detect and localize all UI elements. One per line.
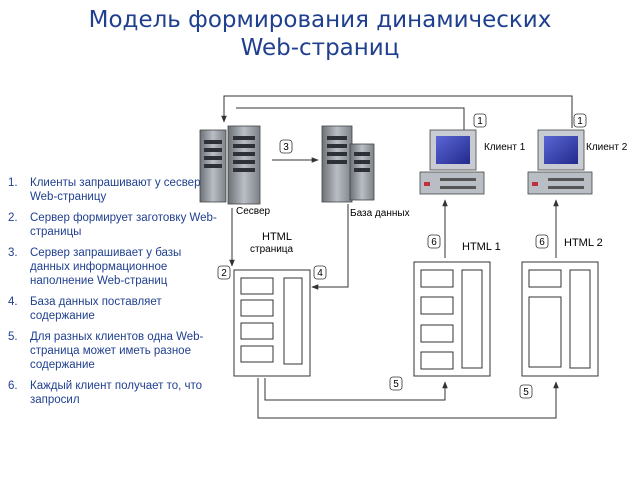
step-text: Клиенты запрашивают у сесвера Web-страни… xyxy=(30,177,207,203)
html2-label: HTML 2 xyxy=(564,237,603,249)
badge-db-to-page xyxy=(313,265,327,280)
client2-computer-icon xyxy=(527,129,593,195)
step-text: Каждый клиент получает то, что запросил xyxy=(30,380,203,406)
badge-server-to-db xyxy=(279,139,293,154)
html1-page xyxy=(413,261,491,377)
badge-html1-to-client1 xyxy=(427,234,441,249)
client1-label: Клиент 1 xyxy=(484,142,526,153)
step-item: 3. Сервер запрашивает у базы данных инфор… xyxy=(8,246,220,288)
step-number: 3. xyxy=(8,247,18,259)
server-label: Сесвер xyxy=(236,206,271,217)
html-template-page xyxy=(233,269,311,377)
step-item: 5. Для разных клиентов одна Web-страница … xyxy=(8,330,220,372)
badge-label: 6 xyxy=(431,237,437,248)
badge-label: 5 xyxy=(523,387,529,398)
step-number: 6. xyxy=(8,380,18,392)
badge-label: 4 xyxy=(317,268,323,279)
title-line-2: Web-страниц xyxy=(240,35,400,61)
arrow-client2-to-server xyxy=(221,95,573,128)
badge-client2-request xyxy=(573,113,587,128)
badge-label: 1 xyxy=(577,116,583,127)
client1-computer-icon xyxy=(419,129,485,195)
html2-page xyxy=(521,261,599,377)
html-page-label-line2: страница xyxy=(250,244,294,255)
step-item: 6. Каждый клиент получает то, что запроси… xyxy=(8,379,220,407)
html1-label: HTML 1 xyxy=(462,241,501,253)
client2-label: Клиент 2 xyxy=(586,142,628,153)
connector-lines xyxy=(221,95,573,419)
step-number: 4. xyxy=(8,296,18,308)
step-number: 2. xyxy=(8,212,18,224)
step-item: 2. Сервер формирует заготовку Web-страниц… xyxy=(8,211,220,239)
step-item: 1. Клиенты запрашивают у сесвера Web-стра… xyxy=(8,176,220,204)
badge-label: 6 xyxy=(539,237,545,248)
html-page-label-line1: HTML xyxy=(262,231,292,243)
step-text: Сервер формирует заготовку Web-страницы xyxy=(30,212,217,238)
step-number: 5. xyxy=(8,331,18,343)
step-text: Для разных клиентов одна Web-страница мо… xyxy=(30,331,204,371)
badge-label: 1 xyxy=(477,116,483,127)
step-text: Сервер запрашивает у базы данных информа… xyxy=(30,247,182,287)
step-text: База данных поставляет содержание xyxy=(30,296,162,322)
step-number: 1. xyxy=(8,177,18,189)
badge-server-to-page xyxy=(217,265,231,280)
arrow-page-to-html1 xyxy=(264,378,448,401)
badge-label: 3 xyxy=(283,142,289,153)
arrow-db-to-page xyxy=(311,204,349,290)
arrow-page-to-html2 xyxy=(257,378,559,419)
badge-page-to-html2 xyxy=(519,384,533,399)
steps-list: 1. Клиенты запрашивают у сесвера Web-стра… xyxy=(8,176,220,414)
badge-label: 5 xyxy=(393,379,399,390)
line-client1-request xyxy=(236,107,465,130)
badge-page-to-html1 xyxy=(389,376,403,391)
step-item: 4. База данных поставляет содержание xyxy=(8,295,220,323)
database-label: База данных xyxy=(350,208,410,219)
badge-label: 2 xyxy=(221,268,227,279)
database-server-icon xyxy=(321,125,375,203)
badge-client1-request xyxy=(473,113,487,128)
badge-html2-to-client2 xyxy=(535,234,549,249)
title-line-1: Модель формирования динамических xyxy=(88,7,552,33)
server-icon xyxy=(199,125,261,205)
